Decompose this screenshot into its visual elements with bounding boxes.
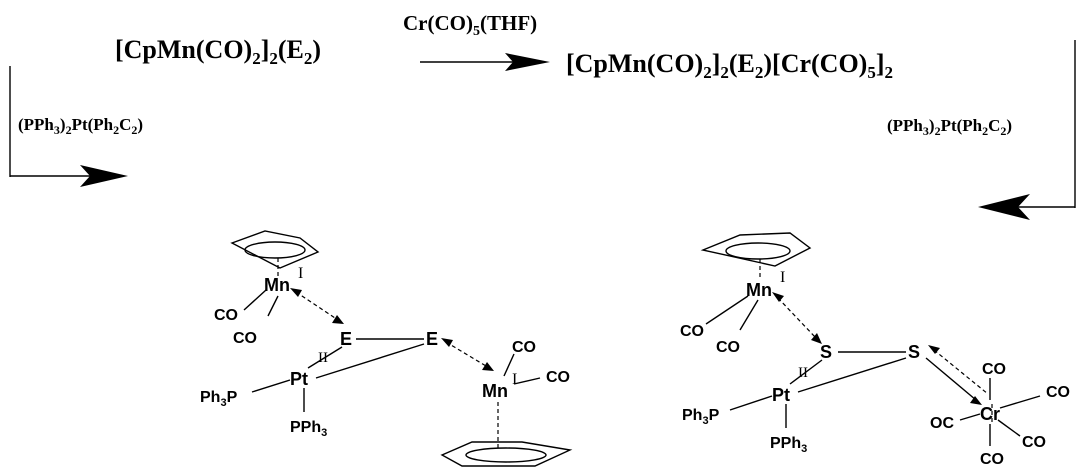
reagent-top-label: Cr(CO)5(THF) <box>403 11 537 39</box>
mn-right: Mn <box>746 280 772 300</box>
co-left-a: CO <box>214 307 238 324</box>
s-atom-1: S <box>820 342 832 362</box>
pph3-right: PPh3 <box>770 435 807 455</box>
pph3-left: PPh3 <box>290 419 327 439</box>
e-atom-left-1: E <box>340 329 352 349</box>
pt-left: Pt <box>290 369 308 389</box>
cp-ring-bottom-left <box>440 441 573 467</box>
cr-atom: Cr <box>980 404 1000 424</box>
reagent-left-label: (PPh3)2Pt(Ph2C2) <box>18 115 143 137</box>
reaction-arrow-left <box>9 66 128 187</box>
ph3p-right: Ph3P <box>682 407 720 427</box>
start-compound-label: [CpMn(CO)2]2(E2) <box>115 35 321 68</box>
cp-aromatic-bottom-left <box>465 447 547 463</box>
co-right-b: CO <box>716 339 740 356</box>
co-left-d: CO <box>546 369 570 386</box>
left-structure: Mn I CO CO E E II Pt Ph3P PPh3 Mn I CO C… <box>200 230 573 467</box>
co-right-1: CO <box>982 361 1006 378</box>
co-left-b: CO <box>233 330 257 347</box>
mn-bottom-left-ox: I <box>512 371 517 388</box>
cp-aromatic-right <box>725 242 791 260</box>
mn-bottom-left: Mn <box>482 381 508 401</box>
oc-right: OC <box>930 415 954 432</box>
mn-top-left-ox: I <box>298 265 303 282</box>
mn-right-ox: I <box>780 269 785 286</box>
product-top-label: [CpMn(CO)2]2(E2)[Cr(CO)5]2 <box>566 49 893 82</box>
co-left-c: CO <box>512 339 536 356</box>
pt-right: Pt <box>772 385 790 405</box>
co-right-4: CO <box>980 451 1004 467</box>
reagent-right-label: (PPh3)2Pt(Ph2C2) <box>887 116 1012 138</box>
ph3p-left: Ph3P <box>200 389 238 409</box>
mn-top-left: Mn <box>264 275 290 295</box>
s-atom-2: S <box>908 342 920 362</box>
co-right-a: CO <box>680 323 704 340</box>
right-structure: Mn I CO CO S S II Pt Ph3P PPh3 Cr C <box>680 232 1070 467</box>
reaction-arrow-top <box>420 53 550 71</box>
co-right-2: CO <box>1046 384 1070 401</box>
cp-ring-top-left <box>230 230 320 269</box>
co-right-3: CO <box>1022 434 1046 451</box>
reaction-arrow-right <box>978 40 1076 220</box>
cp-aromatic-top-left <box>244 241 306 259</box>
cp-ring-right <box>700 232 812 267</box>
pt-right-ox: II <box>798 365 808 381</box>
e-atom-left-2: E <box>426 329 438 349</box>
